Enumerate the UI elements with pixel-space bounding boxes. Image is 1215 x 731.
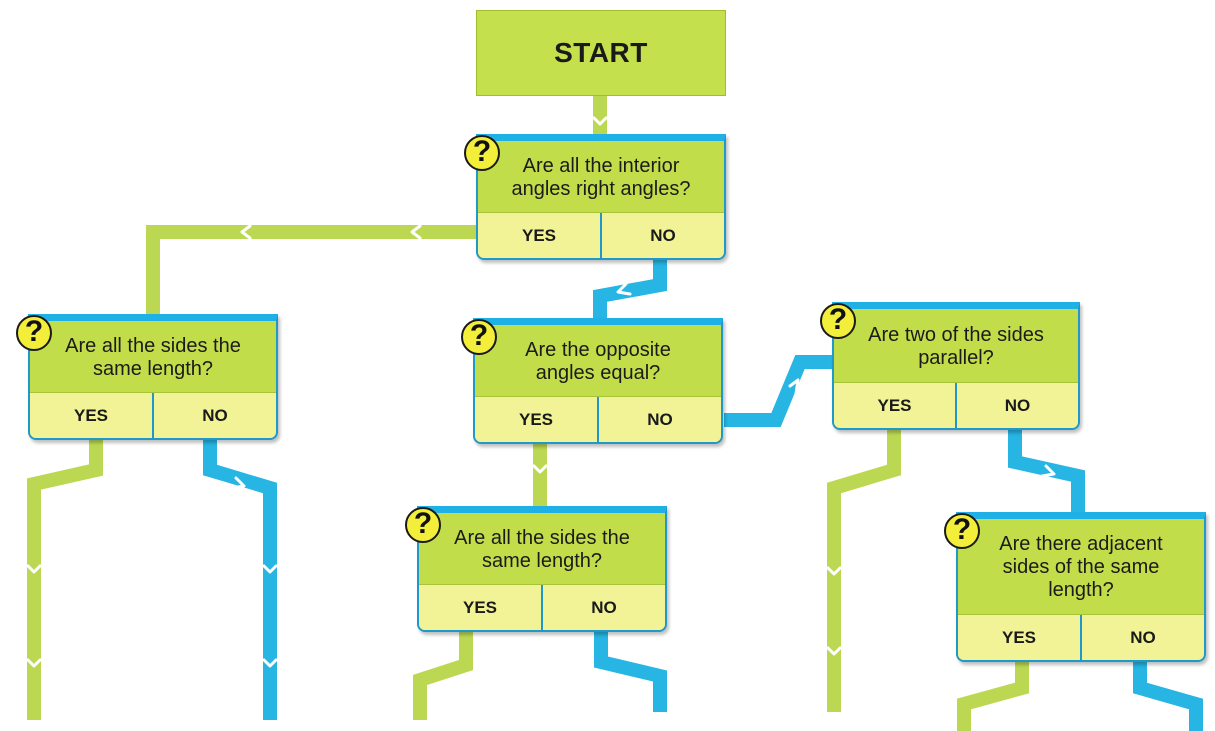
question-mark-icon: ? [405, 507, 441, 543]
no-answer[interactable]: NO [1130, 627, 1156, 647]
question-text: Are all the interior angles right angles… [511, 155, 691, 200]
path-q1-yes-to-q2 [146, 225, 478, 318]
no-answer[interactable]: NO [591, 597, 617, 617]
arrow-mark [230, 476, 246, 490]
path-q5-no-down [594, 632, 667, 712]
arrow-mark [788, 378, 800, 396]
yes-answer[interactable]: YES [419, 585, 543, 630]
path-q4-no-to-q6 [1008, 430, 1085, 516]
question-box-adjacent-sides: ? Are there adjacent sides of the same l… [944, 512, 1206, 662]
start-box: START [476, 10, 726, 96]
arrow-mark [592, 116, 608, 126]
arrow-mark [826, 566, 842, 576]
arrow-mark [826, 646, 842, 656]
arrow-mark [240, 224, 252, 240]
yes-answer[interactable]: YES [30, 393, 154, 438]
yes-answer[interactable]: YES [475, 397, 599, 442]
question-text: Are two of the sides parallel? [868, 324, 1044, 369]
arrow-mark [262, 658, 278, 668]
question-mark-icon: ? [944, 513, 980, 549]
no-answer[interactable]: NO [647, 409, 673, 429]
no-answer[interactable]: NO [650, 225, 676, 245]
question-mark-icon: ? [820, 303, 856, 339]
question-box-interior-angles: ? Are all the interior angles right angl… [464, 134, 726, 260]
question-text: Are the opposite angles equal? [525, 339, 671, 384]
yes-answer[interactable]: YES [478, 213, 602, 258]
start-label: START [554, 37, 648, 68]
question-text: Are all the sides the same length? [454, 527, 630, 572]
path-q4-yes-down [827, 430, 901, 712]
yes-answer[interactable]: YES [958, 615, 1082, 660]
arrow-mark [532, 464, 548, 474]
arrow-mark [1040, 464, 1056, 478]
path-q3-no-to-q4 [724, 355, 834, 427]
path-q5-yes-down [413, 632, 473, 720]
arrow-mark [410, 224, 422, 240]
question-text: Are all the sides the same length? [65, 335, 241, 380]
arrow-mark [26, 564, 42, 574]
path-q2-no-down [203, 438, 277, 720]
question-mark-icon: ? [464, 135, 500, 171]
path-q6-no-down [1133, 660, 1203, 731]
question-box-opposite-angles: ? Are the opposite angles equal? YES NO [461, 318, 723, 444]
path-q6-yes-down [957, 660, 1029, 731]
question-text: Are there adjacent sides of the same len… [999, 532, 1163, 601]
yes-answer[interactable]: YES [834, 383, 957, 428]
question-mark-icon: ? [461, 319, 497, 355]
question-box-sides-same-length-left: ? Are all the sides the same length? YES… [16, 314, 278, 440]
question-box-sides-parallel: ? Are two of the sides parallel? YES NO [820, 302, 1080, 430]
arrow-mark [26, 658, 42, 668]
path-q1-no-to-q3 [593, 260, 667, 322]
question-box-sides-same-length-center: ? Are all the sides the same length? YES… [405, 506, 667, 632]
no-answer[interactable]: NO [202, 405, 228, 425]
path-q2-yes-down [27, 438, 103, 720]
arrow-mark [262, 564, 278, 574]
no-answer[interactable]: NO [1004, 395, 1031, 415]
question-mark-icon: ? [16, 315, 52, 351]
arrow-mark [616, 282, 632, 296]
